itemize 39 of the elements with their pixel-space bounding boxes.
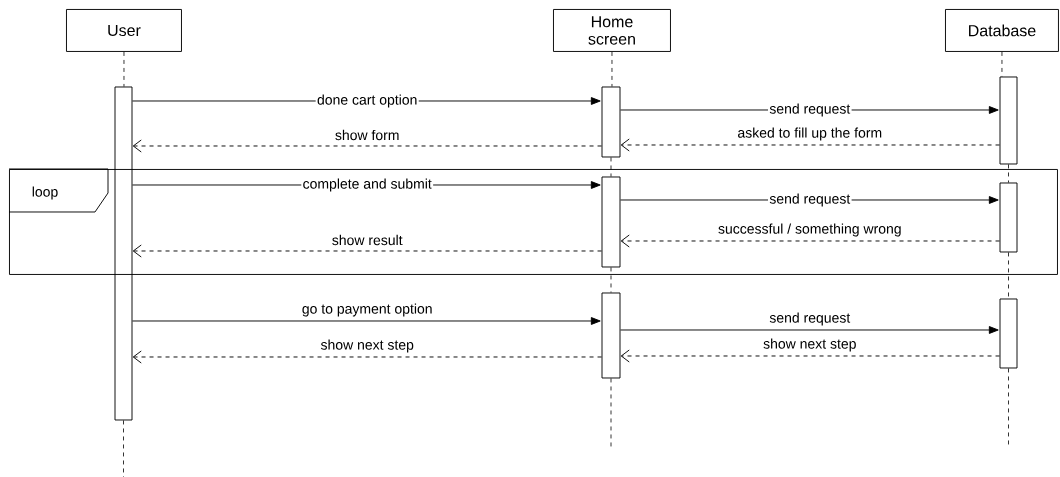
edge-label: show result (332, 234, 403, 246)
lifeline (1001, 51, 1003, 77)
lifeline (1008, 164, 1009, 183)
lifeline (123, 51, 125, 87)
participant-box: User (66, 9, 182, 52)
edge-label: successful / something wrong (718, 223, 901, 237)
activation-bar (999, 298, 1018, 369)
activation-bar (999, 182, 1018, 253)
activation-bar (601, 86, 621, 158)
lifeline (610, 378, 612, 449)
participant-box: Database (945, 9, 1059, 52)
message-arrow (620, 326, 999, 334)
message-arrow (132, 139, 602, 153)
activation-bar (999, 76, 1018, 165)
message-arrow (620, 138, 1000, 152)
participant-box: Home screen (553, 9, 671, 52)
edge-label: send request (769, 312, 851, 326)
lifeline (123, 420, 124, 477)
activation-bar (114, 86, 133, 421)
edge-label: show next step (320, 339, 414, 353)
edge-label: asked to fill up the form (738, 127, 882, 141)
lifeline (610, 157, 612, 177)
activation-bar (601, 176, 621, 268)
edge-label: done cart option (315, 93, 419, 109)
edge-label: go to payment option (302, 303, 432, 317)
activation-bar (601, 292, 621, 379)
edge-label: send request (768, 192, 852, 208)
edge-label: send request (768, 102, 852, 118)
edge-label: show next step (763, 338, 856, 352)
edge-label: show form (335, 129, 399, 141)
lifeline (610, 267, 612, 293)
lifeline (611, 51, 613, 87)
message-arrow (132, 317, 601, 325)
message-arrow (620, 349, 1000, 363)
message-arrow (132, 350, 602, 364)
lifeline (1008, 252, 1009, 299)
message-arrow (132, 244, 602, 258)
message-arrow (620, 234, 1000, 248)
edge-label: complete and submit (301, 177, 434, 193)
